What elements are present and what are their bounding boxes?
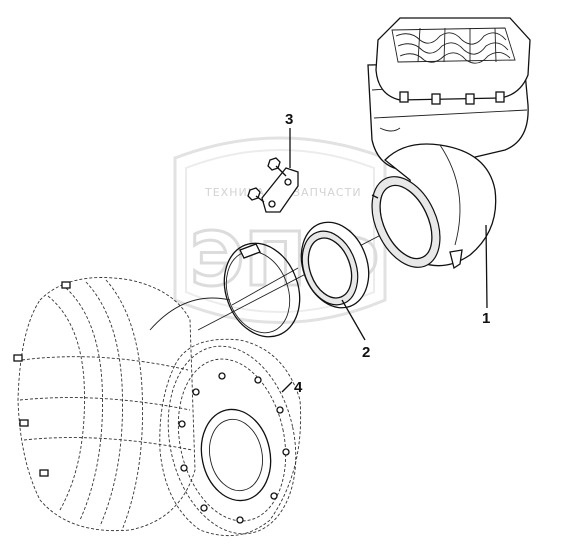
watermark-inner-frame: [185, 149, 375, 313]
part-1-filter-housing: [367, 17, 531, 270]
callout-1: 1: [482, 310, 490, 327]
assembly-axis-lines: [197, 224, 401, 331]
leader-2: [341, 299, 366, 341]
part-4-filter-element: [149, 297, 302, 537]
end-cap-fasteners: [178, 372, 290, 524]
housing-clips: [13, 281, 71, 477]
watermark-frame: [173, 136, 387, 324]
callout-3: 3: [285, 111, 293, 128]
part-3-mounting-bracket: [247, 157, 299, 213]
callout-2: 2: [362, 344, 370, 361]
inlet-grille: [395, 27, 511, 64]
leader-1: [485, 224, 488, 309]
bolt-lower: [247, 187, 265, 203]
leader-4: [281, 381, 293, 393]
clamp-band: [223, 242, 301, 338]
watermark-text-2: ЗАПЧАСТИ: [293, 186, 362, 199]
callout-4: 4: [294, 379, 303, 396]
rear-filter-housing: [13, 277, 196, 532]
leader-lines: [281, 128, 488, 393]
bolt-upper: [267, 157, 287, 177]
part-2-outlet-ring: [300, 221, 370, 309]
